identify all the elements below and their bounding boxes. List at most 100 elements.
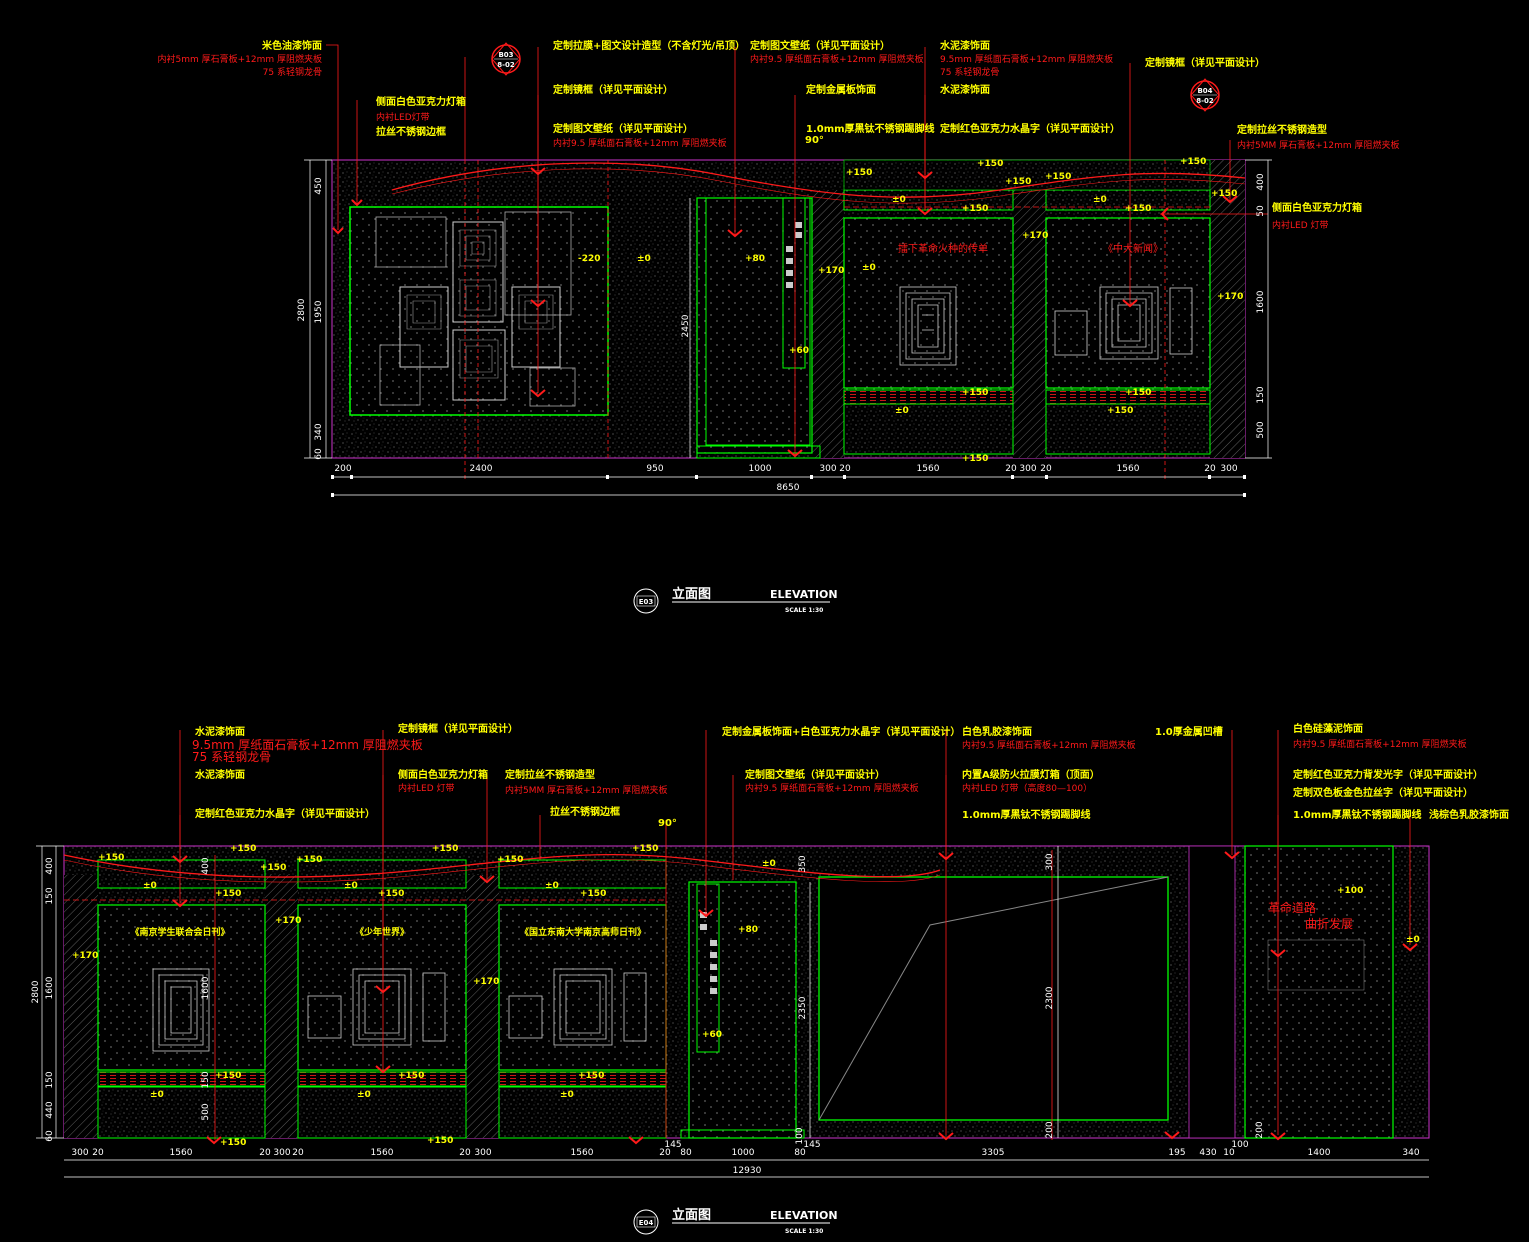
e1-dim-0: 200 <box>334 464 351 474</box>
e1-level-7: +150 <box>977 159 1003 169</box>
e1-dim-6: 1560 <box>917 464 940 474</box>
e2-dimI-5: 2350 <box>798 996 808 1019</box>
e1-label-9-sub1: 9.5mm 厚纸面石膏板+12mm 厚阻燃夹板 <box>940 53 1113 65</box>
e1-panel-text-1: 擂下革命火种的传单 <box>898 242 988 255</box>
e2-level-18: ±0 <box>150 1090 164 1100</box>
e2-label-5: 定制拉丝不锈钢造型 <box>505 768 595 781</box>
e2-label-8-sub1: 内衬9.5 厚纸面石膏板+12mm 厚阻燃夹板 <box>745 782 919 794</box>
e2-dim-13: 1000 <box>732 1148 755 1158</box>
e2-level-0: +150 <box>98 853 124 863</box>
e1-label-13-sub1: 内衬5MM 厚石膏板+12mm 厚阻燃夹板 <box>1237 139 1400 151</box>
e1-dim-9: 20 <box>1040 464 1052 474</box>
e2-dim-21: 1400 <box>1308 1148 1331 1158</box>
e2-level-17: +150 <box>578 1071 604 1081</box>
e2-label-6: 拉丝不锈钢边框 <box>550 805 620 818</box>
e2-dimI-3: 500 <box>201 1103 211 1120</box>
e2-display-panels <box>97 859 667 1139</box>
e2-title-zh: 立面图 <box>672 1207 711 1223</box>
e2-level-26: ±0 <box>762 859 776 869</box>
e2-label-10-sub1: 内衬LED 灯带（高度80—100） <box>962 782 1092 794</box>
e2-dim-12: 80 <box>680 1148 692 1158</box>
e1-label-7: 定制金属板饰面 <box>806 83 876 96</box>
elevation-marker-icon <box>633 588 659 614</box>
e1-label-0-sub1: 内衬5mm 厚石膏板+12mm 厚阻燃夹板 <box>157 53 322 65</box>
ref-b03-bottom: 8-02 <box>497 61 515 69</box>
e1-dim-total: 8650 <box>777 483 800 493</box>
e2-label-2: 定制红色亚克力水晶字（详见平面设计） <box>195 807 375 820</box>
e2-dimL-2: 1600 <box>45 976 55 999</box>
e1-level-20: +150 <box>1211 189 1237 199</box>
e2-panel-text-2: 《少年世界》 <box>355 926 409 938</box>
e2-dimI-9: 200 <box>1255 1121 1265 1138</box>
e2-label-9: 白色乳胶漆饰面 <box>962 725 1032 738</box>
e2-feature-wall <box>1244 845 1394 1139</box>
e2-level-7: +150 <box>215 889 241 899</box>
e1-scale: SCALE 1:30 <box>785 607 823 614</box>
e2-red-text-2: 曲折发展 <box>1305 916 1353 931</box>
ref-b03-top: B03 <box>498 51 513 59</box>
e1-level-4: +170 <box>818 266 844 276</box>
e2-level-24: +80 <box>738 925 758 935</box>
e2-dim-0: 300 <box>71 1148 88 1158</box>
e2-dim-14: 80 <box>794 1148 806 1158</box>
e1-label-1-sub1: 内衬LED灯带 <box>376 111 430 123</box>
e1-level-10: +150 <box>962 388 988 398</box>
e1-level-12: +150 <box>1180 157 1206 167</box>
e1-annotations: 米色油漆饰面 内衬5mm 厚石膏板+12mm 厚阻燃夹板 75 系轻钢龙骨 侧面… <box>157 39 1399 231</box>
e2-label-15: 定制双色板金色拉丝字（详见平面设计） <box>1293 786 1473 799</box>
e2-label-7: 定制金属板饰面+白色亚克力水晶字（详见平面设计） <box>722 725 960 738</box>
e2-label-9-sub1: 内衬9.5 厚纸面石膏板+12mm 厚阻燃夹板 <box>962 739 1136 751</box>
e1-level-13: +150 <box>1045 172 1071 182</box>
e2-level-14: +170 <box>473 977 499 987</box>
e1-label-3: 定制拉膜+图文设计造型（不含灯光/吊顶） <box>553 39 745 52</box>
elevation-2: 水泥漆饰面 9.5mm 厚纸面石膏板+12mm 厚阻燃夹板 75 系轻钢龙骨 水… <box>31 722 1509 1235</box>
e2-red-text-1: 革命道路 <box>1268 900 1316 915</box>
e1-level-11: +150 <box>1005 177 1031 187</box>
e1-label-12: 定制镜框（详见平面设计） <box>1145 56 1265 69</box>
e2-level-23: +150 <box>632 844 658 854</box>
e1-level-15: +150 <box>1125 204 1151 214</box>
e1-dim-3: 1000 <box>749 464 772 474</box>
e2-annotations: 水泥漆饰面 9.5mm 厚纸面石膏板+12mm 厚阻燃夹板 75 系轻钢龙骨 水… <box>192 722 1509 821</box>
e1-dims-bottom: 200 2400 950 1000 300 20 1560 20 300 20 … <box>334 464 1237 493</box>
e1-dim-4: 300 <box>819 464 836 474</box>
e1-level-1: ±0 <box>637 254 651 264</box>
e1-level-14: +170 <box>1022 231 1048 241</box>
e1-dimL-2: 340 <box>314 423 324 440</box>
e1-marker: E03 <box>639 598 654 606</box>
e1-dim-7: 20 <box>1005 464 1017 474</box>
e1-red-wave <box>391 162 1246 198</box>
e1-dim-2: 950 <box>646 464 663 474</box>
e2-dimL-6: 2800 <box>31 980 41 1003</box>
section-ref-marker-b04[interactable]: B04 8-02 <box>1190 78 1220 112</box>
e2-red-wave <box>63 853 941 878</box>
e1-dim-door: 2450 <box>681 314 691 337</box>
e2-level-21: +150 <box>220 1138 246 1148</box>
e2-label-1: 水泥漆饰面 <box>194 768 245 781</box>
e2-dimL-5: 60 <box>45 1130 55 1142</box>
e1-dim-10: 1560 <box>1117 464 1140 474</box>
e2-marker: E04 <box>639 1219 654 1227</box>
e1-label-6-sub1: 内衬9.5 厚纸面石膏板+12mm 厚阻燃夹板 <box>750 53 924 65</box>
e2-lightbox-panel <box>818 876 1169 1121</box>
e2-label-11: 1.0mm厚黑钛不锈钢踢脚线 <box>962 808 1091 821</box>
e1-dim-12: 300 <box>1220 464 1237 474</box>
e1-title-zh: 立面图 <box>672 586 711 602</box>
e2-angle: 90° <box>658 818 677 829</box>
e2-dim-4: 300 <box>273 1148 290 1158</box>
e1-label-13: 定制拉丝不锈钢造型 <box>1237 123 1327 136</box>
e2-dims-left: 400 150 1600 150 440 60 2800 400 1600 15… <box>31 853 1265 1144</box>
e2-dim-20: 100 <box>1231 1140 1248 1150</box>
e1-dimL-1: 1950 <box>314 300 324 323</box>
e2-label-5-sub1: 内衬5MM 厚石膏板+12mm 厚阻燃夹板 <box>505 784 668 796</box>
ref-b04-top: B04 <box>1197 87 1212 95</box>
e1-label-0: 米色油漆饰面 <box>262 39 322 52</box>
e2-dim-11: 145 <box>664 1140 681 1150</box>
e1-label-1: 侧面白色亚克力灯箱 <box>376 95 466 108</box>
section-ref-marker-b03[interactable]: B03 8-02 <box>491 42 521 76</box>
e1-right-column <box>1210 160 1245 458</box>
e1-door-column <box>812 190 844 458</box>
e2-label-17: 浅棕色乳胶漆饰面 <box>1429 808 1509 821</box>
e2-level-13: +170 <box>275 916 301 926</box>
